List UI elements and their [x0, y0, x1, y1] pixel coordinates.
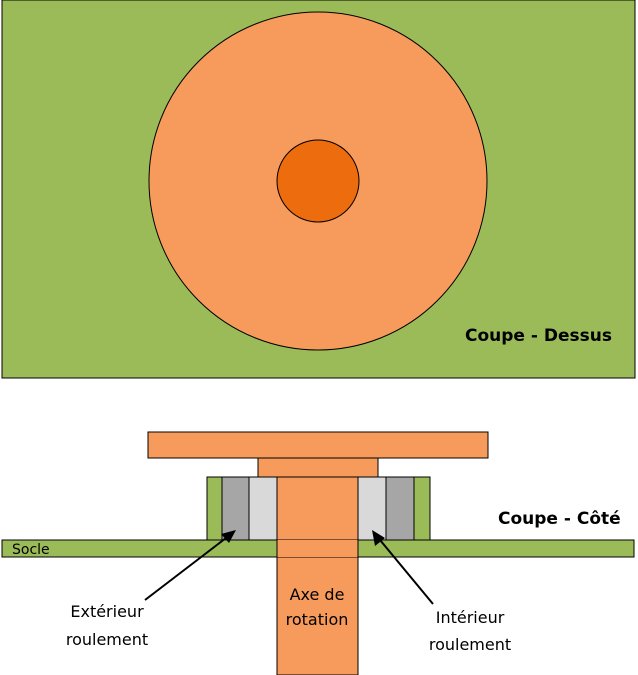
hub	[257, 457, 379, 478]
axis-label-line1: Axe de	[290, 585, 345, 604]
top-view-title: Coupe - Dessus	[465, 326, 612, 346]
rotating-plate	[147, 431, 489, 459]
inner-label-line1: Intérieur	[436, 608, 505, 627]
outer-arrow	[144, 530, 236, 601]
base-label: Socle	[12, 542, 50, 558]
outer-label-line2: roulement	[66, 630, 148, 649]
inner-arrow	[372, 530, 434, 605]
outer-label-line1: Extérieur	[70, 602, 144, 621]
axis-circle	[276, 139, 360, 223]
housing-wall-left	[206, 476, 223, 541]
rotation-axis	[276, 476, 359, 675]
inner-ring-right	[357, 476, 387, 541]
side-view: Coupe - Côté Socle Axe de rotation Extér…	[1, 431, 635, 675]
rotation-axis-overlay	[277, 540, 358, 557]
side-view-title: Coupe - Côté	[498, 509, 621, 529]
inner-label-line2: roulement	[429, 635, 511, 654]
inner-arrowhead	[372, 530, 385, 546]
outer-arrowhead	[221, 530, 236, 543]
inner-ring-left	[248, 476, 278, 541]
outer-ring-left	[221, 476, 250, 541]
axis-label-line2: rotation	[286, 610, 349, 629]
top-view: Coupe - Dessus	[1, 0, 636, 379]
outer-ring-right	[385, 476, 415, 541]
housing-wall-right	[413, 476, 431, 541]
